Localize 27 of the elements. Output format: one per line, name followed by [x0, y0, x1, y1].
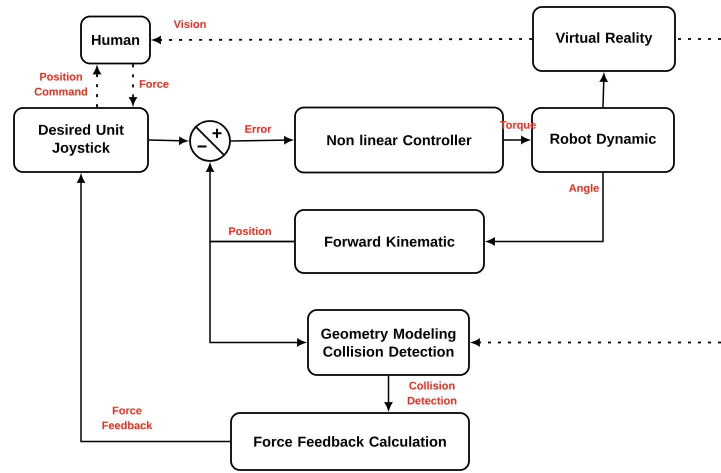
- arrow: [486, 172, 604, 246]
- edge-label: Position Command: [34, 72, 88, 96]
- arrow: [230, 136, 292, 144]
- process-box: Geometry Modeling Collision Detection: [307, 309, 470, 376]
- arrow: [384, 376, 392, 410]
- arrow: [472, 338, 721, 346]
- arrow: [148, 136, 188, 145]
- arrow: [504, 136, 530, 144]
- summing-junction: + −: [189, 120, 231, 162]
- arrow: [77, 174, 230, 442]
- process-box: Virtual Reality: [532, 6, 676, 72]
- arrow: [153, 36, 532, 44]
- process-box: Forward Kinematic: [294, 209, 485, 274]
- arrow: [129, 64, 137, 105]
- edge-label: Position: [229, 226, 271, 236]
- arrow: [209, 240, 306, 346]
- edge-label: Collision Detection: [408, 382, 456, 404]
- edge-label: Force Feedback: [102, 406, 152, 430]
- edge-label: Angle: [569, 184, 599, 194]
- edge-label: Error: [245, 125, 272, 133]
- arrow: [600, 74, 608, 108]
- process-box: Human: [80, 16, 151, 64]
- arrow: [93, 66, 101, 108]
- edge-label: Force: [140, 80, 169, 88]
- process-box: Force Feedback Calculation: [230, 412, 470, 471]
- edge-label: Vision: [174, 20, 206, 28]
- process-box: Desired Unit Joystick: [13, 107, 149, 173]
